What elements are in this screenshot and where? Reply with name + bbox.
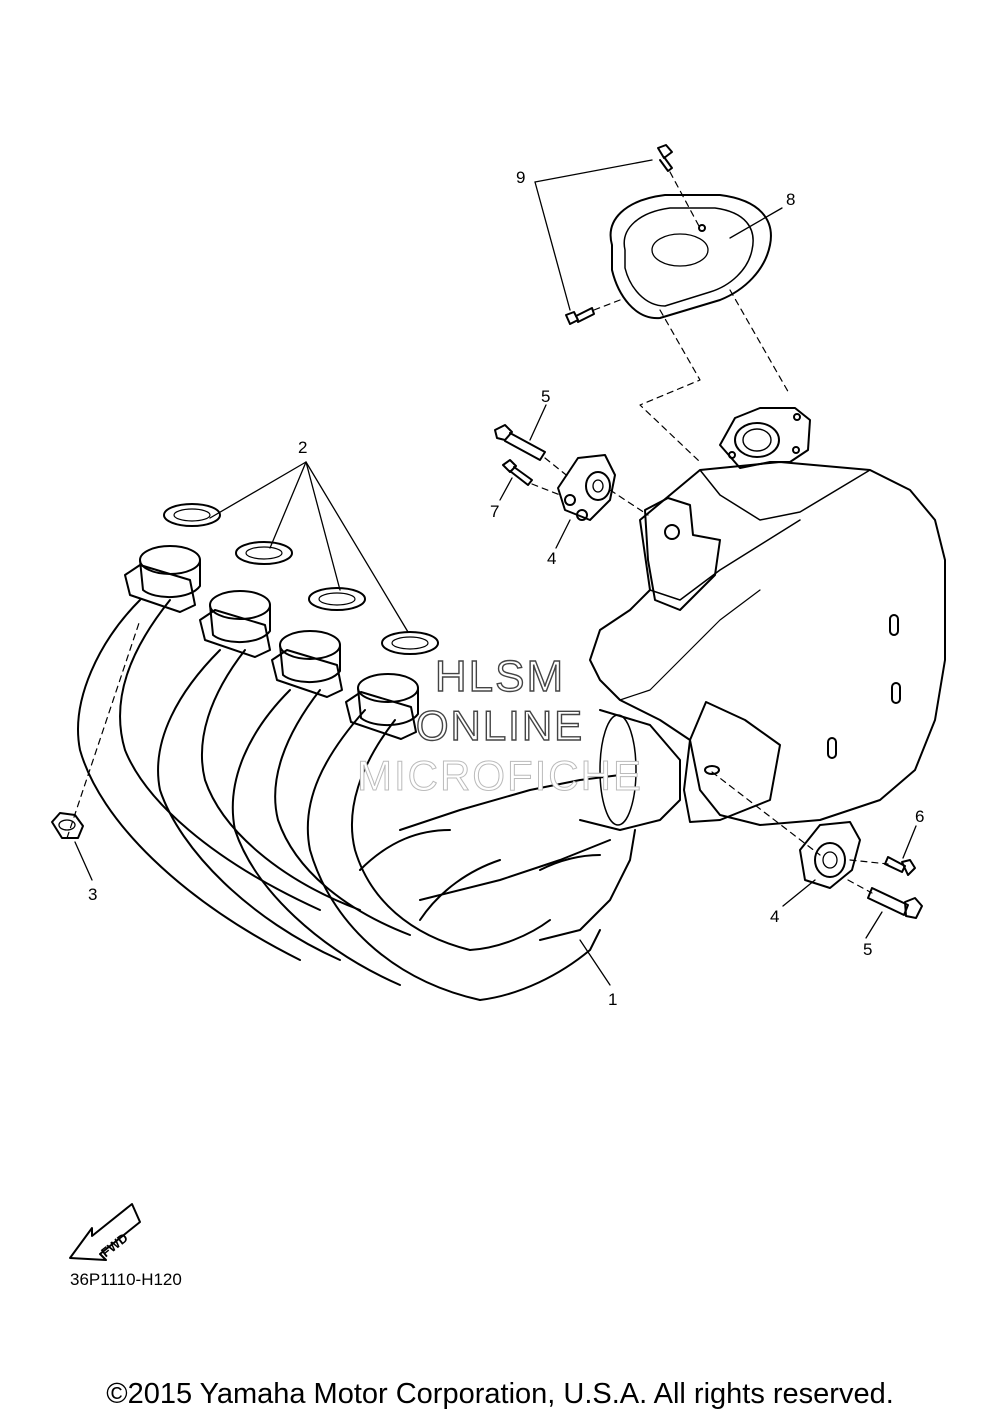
- cover-screw-side: [565, 307, 595, 325]
- assembly-lines: [66, 171, 889, 894]
- gaskets: [163, 503, 439, 655]
- callout-1: 1: [608, 990, 617, 1009]
- leader-lines: [74, 159, 917, 986]
- front-screw: [502, 459, 533, 486]
- front-bolt: [494, 424, 546, 461]
- fwd-arrow: FWD: [69, 1203, 141, 1261]
- watermark-line-1: HLSM: [434, 651, 566, 701]
- front-damper: [557, 454, 616, 521]
- watermark-line-3: MICROFICHE: [357, 752, 643, 800]
- callout-5-rear: 5: [863, 940, 872, 959]
- rear-damper: [799, 821, 861, 889]
- flange-nut: [51, 812, 84, 839]
- figure-code: 36P1110-H120: [70, 1270, 182, 1289]
- callout-2: 2: [298, 438, 307, 457]
- exhaust-header-pipes: [77, 599, 601, 1001]
- collector-pipe: [399, 709, 681, 941]
- muffler: [589, 407, 946, 826]
- callout-8: 8: [786, 190, 795, 209]
- callout-4-rear: 4: [770, 907, 779, 926]
- rear-bolt: [867, 887, 923, 919]
- callout-4-front: 4: [547, 549, 556, 568]
- copyright-notice: ©2015 Yamaha Motor Corporation, U.S.A. A…: [106, 1378, 894, 1410]
- callout-9: 9: [516, 168, 525, 187]
- rear-screw: [884, 856, 916, 876]
- callout-3: 3: [88, 885, 97, 904]
- watermark-line-2: ONLINE: [415, 701, 585, 749]
- header-flanges: [124, 545, 419, 740]
- callout-5-front: 5: [541, 387, 550, 406]
- callout-7: 7: [490, 502, 499, 521]
- muffler-end-cover: [609, 194, 772, 320]
- cover-screw-top: [657, 144, 673, 172]
- callout-6: 6: [915, 807, 924, 826]
